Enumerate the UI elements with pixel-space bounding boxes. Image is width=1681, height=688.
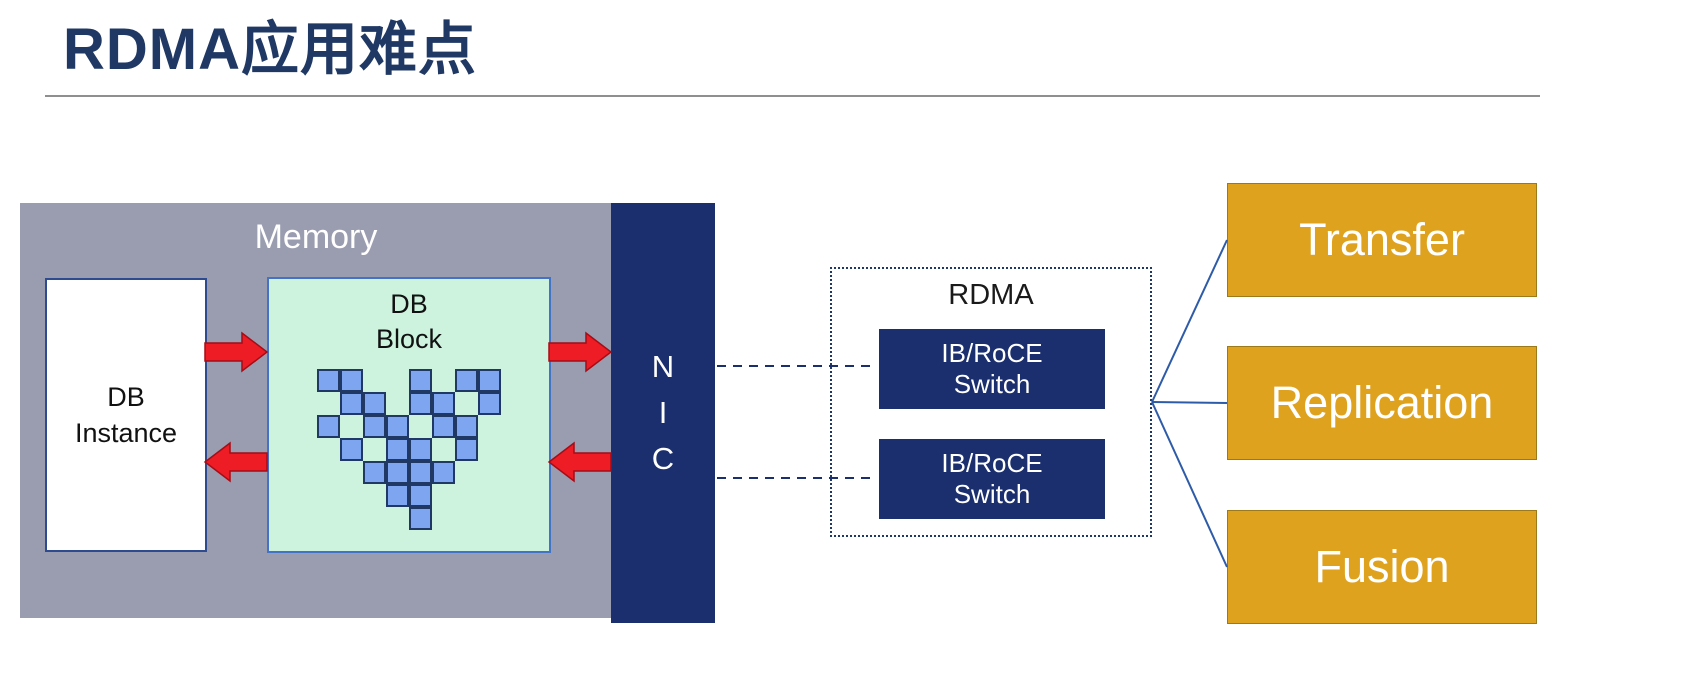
- fan-line-fusion: [1151, 401, 1228, 568]
- pixel-square: [386, 415, 409, 438]
- outcome-fusion-label: Fusion: [1314, 541, 1450, 592]
- fan-line-transfer: [1151, 239, 1228, 403]
- pixel-square: [363, 461, 386, 484]
- pixel-square: [409, 484, 432, 507]
- pixel-square: [409, 369, 432, 392]
- switch-1-label-line1: IB/RoCE: [941, 338, 1043, 368]
- pixel-square: [340, 369, 363, 392]
- fan-line-replication: [1151, 401, 1228, 404]
- rdma-label: RDMA: [948, 279, 1034, 311]
- switch-2-label-line2: Switch: [953, 479, 1031, 509]
- pixel-square: [317, 415, 340, 438]
- pixel-square: [432, 392, 455, 415]
- pixel-square: [409, 461, 432, 484]
- nic-box: N I C: [611, 203, 715, 623]
- pixel-square: [455, 415, 478, 438]
- pixel-square: [386, 461, 409, 484]
- memory-label: Memory: [254, 218, 378, 256]
- outcome-replication-box: Replication: [1227, 346, 1537, 460]
- pixel-square: [432, 461, 455, 484]
- db-instance-label-line1: DB: [107, 382, 145, 412]
- pixel-square: [386, 438, 409, 461]
- memory-box: Memory DB Instance DB Block: [20, 203, 612, 618]
- outcome-transfer-box: Transfer: [1227, 183, 1537, 297]
- ib-roce-switch-1: IB/RoCE Switch: [879, 329, 1105, 409]
- outcome-fusion-box: Fusion: [1227, 510, 1537, 624]
- pixel-square: [363, 392, 386, 415]
- outcome-replication-label: Replication: [1270, 377, 1494, 428]
- db-block-label-line1: DB: [390, 289, 428, 319]
- switch-2-label-line1: IB/RoCE: [941, 448, 1043, 478]
- pixel-square: [455, 369, 478, 392]
- outcome-transfer-label: Transfer: [1299, 214, 1465, 265]
- pixel-square: [363, 415, 386, 438]
- ib-roce-switch-2: IB/RoCE Switch: [879, 439, 1105, 519]
- db-instance-box: DB Instance: [45, 278, 207, 552]
- pixel-square: [340, 392, 363, 415]
- page-title: RDMA应用难点: [63, 17, 477, 82]
- rdma-group-box: RDMA IB/RoCE Switch IB/RoCE Switch: [830, 267, 1152, 537]
- switch-1-label-line2: Switch: [953, 369, 1031, 399]
- nic-letter-i: I: [658, 395, 668, 430]
- pixel-square: [432, 415, 455, 438]
- nic-letter-c: C: [651, 441, 675, 476]
- db-pixel-grid: [317, 369, 507, 539]
- nic-letter-n: N: [651, 349, 675, 384]
- title-underline: [45, 95, 1540, 97]
- pixel-square: [409, 438, 432, 461]
- pixel-square: [409, 392, 432, 415]
- db-instance-label-line2: Instance: [74, 418, 178, 448]
- pixel-square: [478, 369, 501, 392]
- db-block-label: DB Block: [269, 287, 549, 357]
- pixel-square: [340, 438, 363, 461]
- pixel-square: [317, 369, 340, 392]
- db-block-box: DB Block: [267, 277, 551, 553]
- pixel-square: [409, 507, 432, 530]
- pixel-square: [455, 438, 478, 461]
- pixel-square: [478, 392, 501, 415]
- db-block-label-line2: Block: [375, 324, 443, 354]
- pixel-square: [386, 484, 409, 507]
